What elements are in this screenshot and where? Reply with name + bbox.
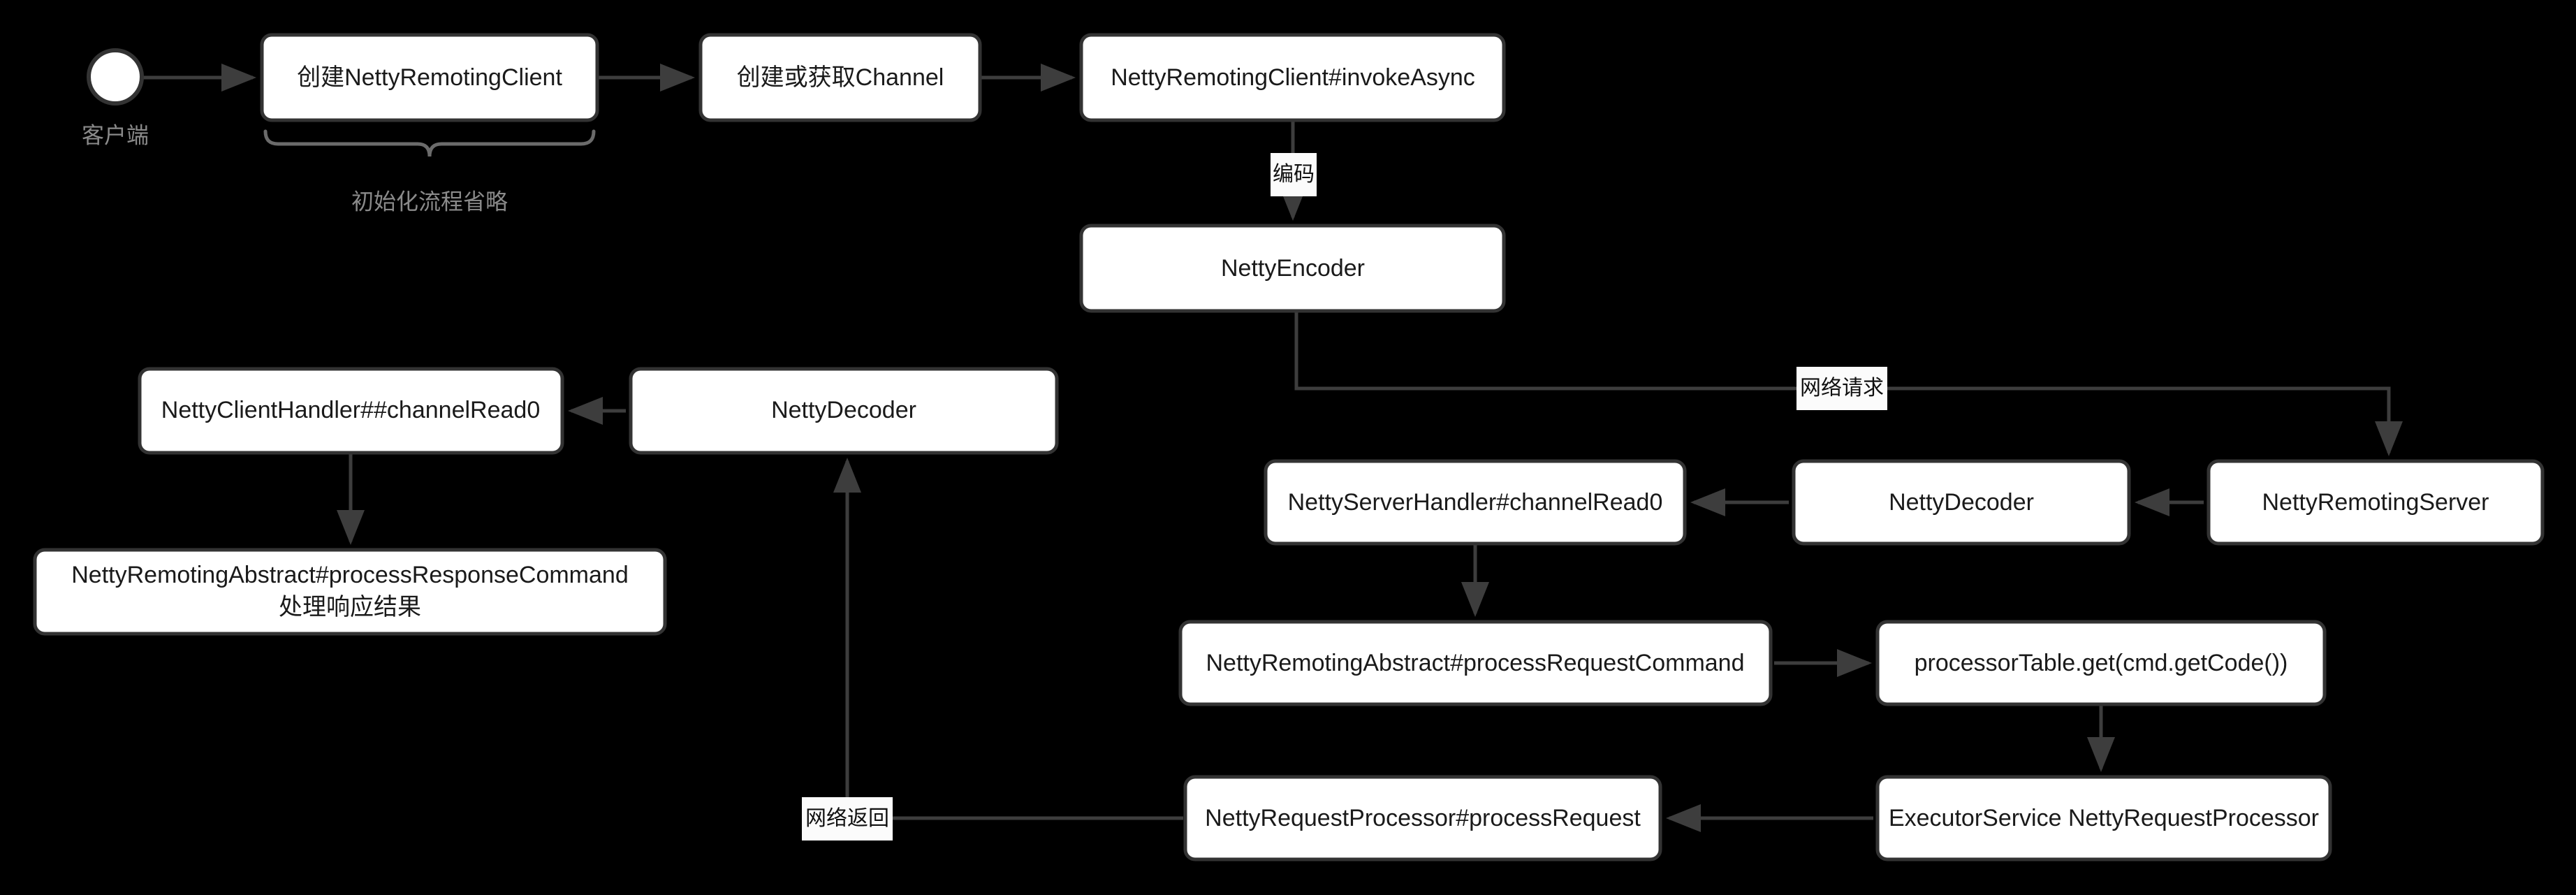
create-client-box[interactable] bbox=[260, 33, 599, 122]
process-response-command-label-line1: NettyRemotingAbstract#processResponseCom… bbox=[71, 562, 628, 588]
node-netty-decoder-server[interactable]: NettyDecoder bbox=[1792, 459, 2131, 546]
node-client-start[interactable] bbox=[87, 48, 144, 105]
encode-label-bg bbox=[1271, 153, 1317, 196]
netty-decoder-server-label: NettyDecoder bbox=[1889, 489, 2034, 516]
process-request-command-box[interactable] bbox=[1178, 620, 1773, 706]
netty-encoder-box[interactable] bbox=[1079, 224, 1506, 313]
network-return-label-bg bbox=[802, 797, 893, 841]
server-handler-label: NettyServerHandler#channelRead0 bbox=[1288, 489, 1663, 516]
netty-decoder-client-label: NettyDecoder bbox=[771, 397, 916, 423]
executor-service-label: ExecutorService NettyRequestProcessor bbox=[1889, 805, 2319, 831]
netty-remoting-server-box[interactable] bbox=[2207, 459, 2545, 546]
edge-label-network-return: 网络返回 bbox=[802, 797, 893, 841]
process-response-command-label-line2: 处理响应结果 bbox=[279, 594, 421, 620]
client-handler-label: NettyClientHandler##channelRead0 bbox=[161, 397, 540, 423]
client-handler-box[interactable] bbox=[138, 367, 564, 455]
create-or-get-channel-label: 创建或获取Channel bbox=[737, 64, 944, 91]
client-start-caption: 客户端 bbox=[82, 122, 149, 147]
invoke-async-box[interactable] bbox=[1079, 33, 1506, 122]
node-executor-service[interactable]: ExecutorService NettyRequestProcessor bbox=[1875, 775, 2332, 861]
edge-process-request-to-decoder-client bbox=[833, 458, 1183, 820]
node-process-request[interactable]: NettyRequestProcessor#processRequest bbox=[1183, 775, 1662, 861]
create-or-get-channel-box[interactable] bbox=[698, 33, 982, 122]
edge-label-encode: 编码 bbox=[1271, 153, 1317, 196]
network-request-label-bg bbox=[1796, 367, 1887, 410]
node-server-handler[interactable]: NettyServerHandler#channelRead0 bbox=[1264, 459, 1687, 546]
netty-decoder-client-box[interactable] bbox=[629, 367, 1059, 455]
node-process-response-command[interactable]: NettyRemotingAbstract#processResponseCom… bbox=[33, 548, 667, 636]
processor-table-get-label: processorTable.get(cmd.getCode()) bbox=[1915, 650, 2288, 676]
encode-label-text: 编码 bbox=[1273, 163, 1315, 186]
nodes-layer: 客户端 创建NettyRemotingClient 创建或获取Channel N… bbox=[33, 33, 2545, 861]
edge-label-network-request: 网络请求 bbox=[1796, 367, 1887, 410]
create-client-label: 创建NettyRemotingClient bbox=[297, 64, 562, 91]
init-flow-omitted-caption: 初始化流程省略 bbox=[351, 189, 508, 214]
executor-service-box[interactable] bbox=[1875, 775, 2332, 861]
process-request-box[interactable] bbox=[1183, 775, 1662, 861]
process-request-command-label: NettyRemotingAbstract#processRequestComm… bbox=[1206, 650, 1744, 676]
init-flow-brace bbox=[263, 129, 596, 157]
node-netty-remoting-server[interactable]: NettyRemotingServer bbox=[2207, 459, 2545, 546]
node-client-handler[interactable]: NettyClientHandler##channelRead0 bbox=[138, 367, 564, 455]
process-request-label: NettyRequestProcessor#processRequest bbox=[1205, 805, 1641, 831]
node-invoke-async[interactable]: NettyRemotingClient#invokeAsync bbox=[1079, 33, 1506, 122]
netty-encoder-label: NettyEncoder bbox=[1221, 255, 1365, 282]
node-netty-decoder-client[interactable]: NettyDecoder bbox=[629, 367, 1059, 455]
network-return-label-text: 网络返回 bbox=[805, 807, 889, 830]
netty-remoting-server-label: NettyRemotingServer bbox=[2262, 489, 2489, 516]
node-create-or-get-channel[interactable]: 创建或获取Channel bbox=[698, 33, 982, 122]
edge-labels-layer: 编码 网络请求 网络返回 bbox=[802, 153, 1887, 841]
node-netty-encoder[interactable]: NettyEncoder bbox=[1079, 224, 1506, 313]
node-create-client[interactable]: 创建NettyRemotingClient bbox=[260, 33, 599, 122]
netty-decoder-server-box[interactable] bbox=[1792, 459, 2131, 546]
server-handler-box[interactable] bbox=[1264, 459, 1687, 546]
network-request-label-text: 网络请求 bbox=[1800, 377, 1884, 400]
client-start-circle[interactable] bbox=[87, 48, 144, 105]
invoke-async-label: NettyRemotingClient#invokeAsync bbox=[1111, 64, 1475, 91]
node-processor-table-get[interactable]: processorTable.get(cmd.getCode()) bbox=[1875, 620, 2327, 706]
node-process-request-command[interactable]: NettyRemotingAbstract#processRequestComm… bbox=[1178, 620, 1773, 706]
processor-table-get-box[interactable] bbox=[1875, 620, 2327, 706]
process-response-command-box[interactable] bbox=[33, 548, 667, 636]
